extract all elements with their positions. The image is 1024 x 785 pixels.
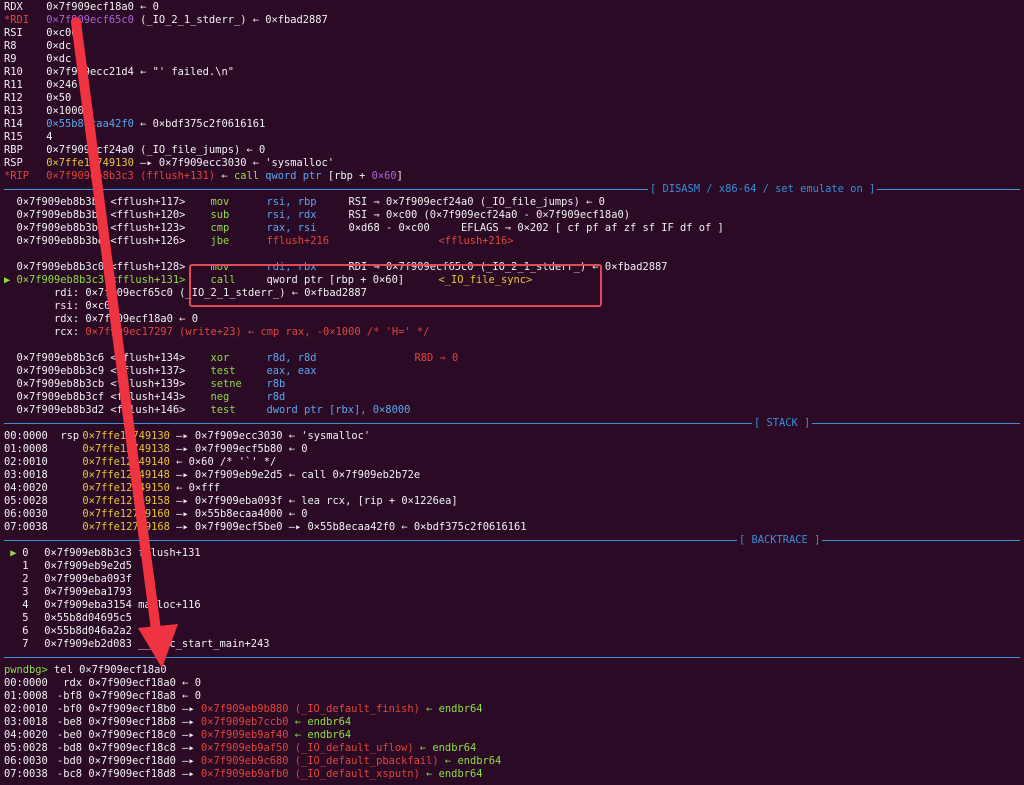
tel-row: 03:0018 -be8 0×7f909ecf18b8 —▸ 0×7f909eb… <box>4 716 352 728</box>
register-row: R15 4 <box>4 131 53 143</box>
terminal[interactable]: RDX 0×7f909ecf18a0 ← 0 *RDI 0×7f909ecf65… <box>4 1 1024 781</box>
telescope-output: 00:0000 rdx 0×7f909ecf18a0 ← 0 01:0008 -… <box>4 677 1024 781</box>
tel-row: 05:0028 -bd8 0×7f909ecf18c8 —▸ 0×7f909eb… <box>4 742 477 754</box>
disasm-title: [ DISASM / x86-64 / set emulate on ] <box>648 183 878 196</box>
register-row: R8 0×dc <box>4 40 72 52</box>
register-row: RDX 0×7f909ecf18a0 ← 0 <box>4 1 159 13</box>
register-row: R14 0×55b8ecaa42f0 ← 0×bdf375c2f0616161 <box>4 118 266 130</box>
registers-panel: RDX 0×7f909ecf18a0 ← 0 *RDI 0×7f909ecf65… <box>4 1 1024 183</box>
prompt-label: pwndbg> <box>4 664 48 676</box>
disasm-separator: [ DISASM / x86-64 / set emulate on ] <box>4 183 1024 196</box>
tel-row: 04:0020 -be0 0×7f909ecf18c0 —▸ 0×7f909eb… <box>4 729 352 741</box>
register-row: R13 0×1000 <box>4 105 84 117</box>
command-input[interactable]: tel 0×7f909ecf18a0 <box>47 664 167 676</box>
tel-row: 00:0000 rdx 0×7f909ecf18a0 ← 0 <box>4 677 201 689</box>
tel-row: 02:0010 -bf0 0×7f909ecf18b0 —▸ 0×7f909eb… <box>4 703 483 715</box>
register-row: *RDI 0×7f909ecf65c0 (_IO_2_1_stderr_) ← … <box>4 14 328 26</box>
register-row: R9 0×dc <box>4 53 72 65</box>
tel-row: 06:0030 -bd0 0×7f909ecf18d0 —▸ 0×7f909eb… <box>4 755 502 767</box>
tel-row: 01:0008 -bf8 0×7f909ecf18a8 ← 0 <box>4 690 201 702</box>
register-row: RSP 0×7ffe12749130 —▸ 0×7f909ecc3030 ← '… <box>4 157 335 169</box>
stack-row: 04:0020 0×7ffe12749150 ← 0×fff <box>4 482 220 494</box>
bottom-separator <box>4 651 1024 664</box>
stack-row: 06:0030 0×7ffe12749160 —▸ 0×55b8ecaa4000… <box>4 508 308 520</box>
register-row: RSI 0×c00 <box>4 27 78 39</box>
register-row: R10 0×7f909ecc21d4 ← "' failed.\n" <box>4 66 234 78</box>
register-row: R11 0×246 <box>4 79 78 91</box>
tel-row: 07:0038 -bc8 0×7f909ecf18d8 —▸ 0×7f909eb… <box>4 768 483 780</box>
rip-row: *RIP 0×7f909eb8b3c3 (fflush+131) ← call … <box>4 170 403 182</box>
stack-title: [ STACK ] <box>752 417 813 430</box>
call-arg-row: rdx: 0×7f909ecf18a0 ← 0 <box>54 313 198 325</box>
stack-row: 02:0010 0×7ffe12749140 ← 0×60 /* '`' */ <box>4 456 277 468</box>
backtrace-title: [ BACKTRACE ] <box>737 534 823 547</box>
call-arg-row: rcx: 0×7f909ec17297 (write+23) ← cmp rax… <box>54 326 430 338</box>
backtrace-separator: [ BACKTRACE ] <box>4 534 1024 547</box>
annotation-highlight-box <box>189 264 602 307</box>
command-prompt[interactable]: pwndbg> tel 0×7f909ecf18a0 <box>4 664 1024 677</box>
register-row: RBP 0×7f909ecf24a0 (_IO_file_jumps) ← 0 <box>4 144 266 156</box>
stack-row: 05:0028 0×7ffe12749158 —▸ 0×7f909eba093f… <box>4 495 458 507</box>
stack-row: 01:0008 0×7ffe12749138 —▸ 0×7f909ecf5b80… <box>4 443 308 455</box>
stack-row: 03:0018 0×7ffe12749148 —▸ 0×7f909eb9e2d5… <box>4 469 421 481</box>
stack-separator: [ STACK ] <box>4 417 1024 430</box>
stack-row: 07:0038 0×7ffe12749168 —▸ 0×7f909ecf5be0… <box>4 521 527 533</box>
current-instruction-marker: ▶ <box>4 274 17 286</box>
register-row: R12 0×50 <box>4 92 72 104</box>
